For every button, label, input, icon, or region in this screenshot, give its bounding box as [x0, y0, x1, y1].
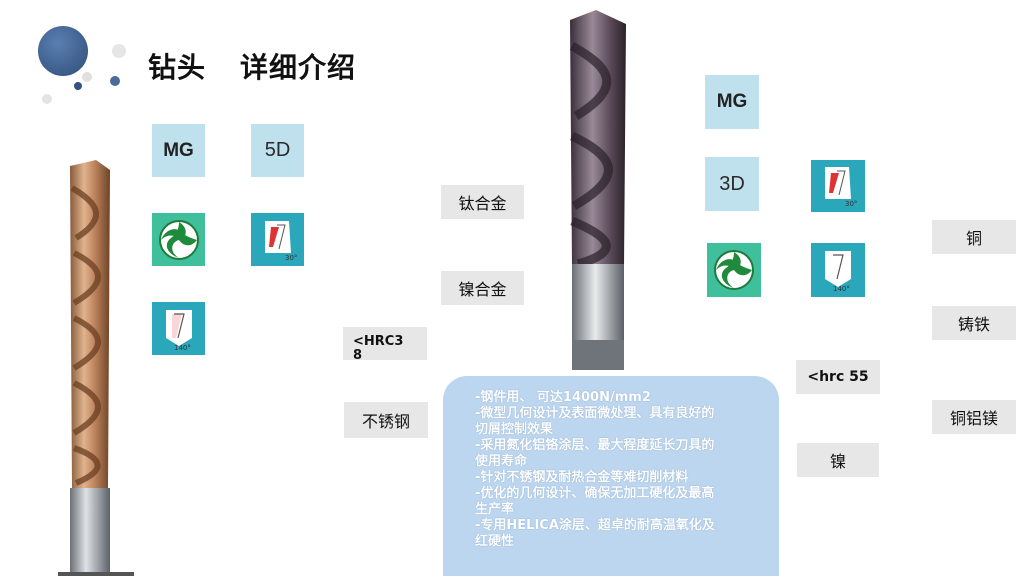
point-angle-right-text: 140° [833, 285, 850, 293]
feature-line: -专用HELICA涂层、超卓的耐高温氧化及 [475, 518, 715, 533]
feature-line: 切屑控制效果 [475, 422, 554, 437]
feature-line: -针对不锈钢及耐热合金等难切削材料 [475, 470, 689, 485]
feature-line: -钢件用、 可达1400N/mm2 [475, 390, 651, 405]
material-label-cu-al-mg: 铜铝镁 [932, 400, 1016, 434]
material-label-cast-iron: 铸铁 [932, 306, 1016, 340]
material-label-hardness-left: <HRC3 8 [343, 327, 427, 363]
material-label-titanium: 钛合金 [441, 185, 524, 219]
feature-list: -钢件用、 可达1400N/mm2 -微型几何设计及表面微处理、具有良好的 切屑… [475, 390, 749, 550]
drill-image-left [58, 160, 134, 576]
helix-angle-right-text: 30° [845, 200, 857, 208]
coating-tile-right: MG [705, 75, 759, 129]
coating-tile-left: MG [152, 124, 205, 177]
material-label-copper: 铜 [932, 220, 1016, 254]
feature-description-card: -钢件用、 可达1400N/mm2 -微型几何设计及表面微处理、具有良好的 切屑… [443, 376, 779, 576]
decor-bubble-grey-top [112, 44, 126, 58]
feature-line: -微型几何设计及表面微处理、具有良好的 [475, 406, 715, 421]
decor-bubble-large [38, 26, 88, 76]
decor-bubble-grey-mid [82, 72, 92, 82]
feature-line: -优化的几何设计、确保无加工硬化及最高 [475, 486, 715, 501]
drill-image-center [569, 10, 626, 370]
point-angle-icon-right: 140° [811, 243, 865, 297]
title-part1: 钻头 [148, 51, 207, 84]
flute-profile-icon-right [707, 243, 761, 297]
feature-line: 生产率 [475, 502, 515, 517]
feature-line: -采用氮化铝铬涂层、最大程度延长刀具的 [475, 438, 715, 453]
feature-line: 使用寿命 [475, 454, 528, 469]
length-tile-right: 3D [705, 157, 759, 211]
hardness-left-line1: <HRC3 [353, 334, 404, 349]
length-tile-left: 5D [251, 124, 304, 177]
helix-angle-left-text: 30° [285, 254, 297, 262]
material-label-nickel-alloy: 镍合金 [441, 271, 524, 305]
decor-bubble-dark-mini [74, 82, 82, 90]
material-label-stainless: 不锈钢 [344, 402, 428, 438]
page-title: 钻头详细介绍 [148, 46, 356, 86]
material-label-hardness-right: <hrc 55 [796, 360, 880, 394]
decor-bubble-small-dark [110, 76, 120, 86]
helix-angle-icon-left: 30° [251, 213, 304, 266]
decor-bubble-grey-low [42, 94, 52, 104]
title-part2: 详细介绍 [240, 51, 357, 84]
feature-line: 红硬性 [475, 534, 515, 549]
material-label-nickel: 镍 [797, 443, 879, 477]
point-angle-left-text: 140° [174, 344, 191, 352]
flute-profile-icon-left [152, 213, 205, 266]
hardness-left-line2: 8 [353, 348, 363, 363]
helix-angle-icon-right: 30° [811, 160, 865, 212]
point-angle-icon-left: 140° [152, 302, 205, 355]
